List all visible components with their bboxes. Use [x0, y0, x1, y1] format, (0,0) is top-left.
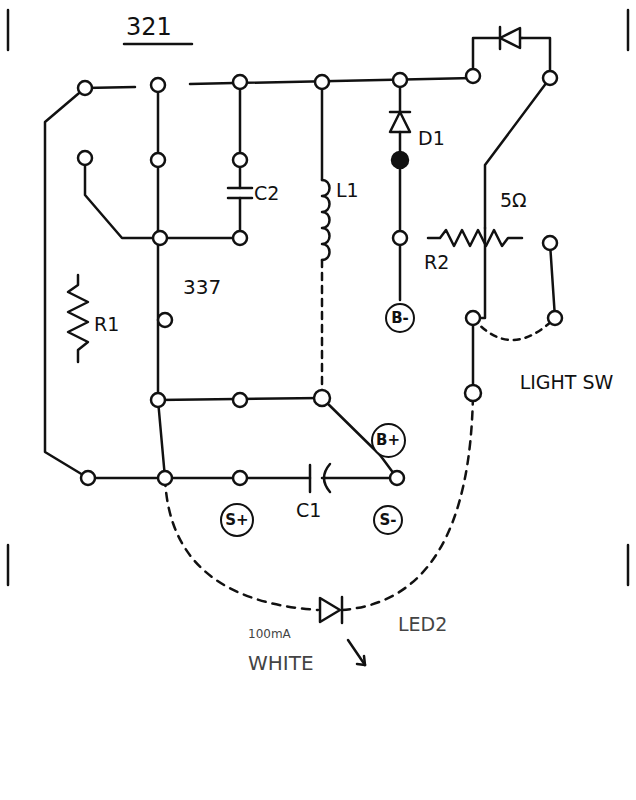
terminal-circle: B+ — [371, 423, 406, 458]
part-label: 5Ω — [500, 190, 527, 211]
part-label: R2 — [424, 252, 449, 273]
terminal-label: S- — [379, 511, 396, 529]
part-label: L1 — [336, 180, 359, 201]
part-label: 337 — [183, 276, 221, 298]
terminal-label: S+ — [225, 511, 248, 529]
part-label: C1 — [296, 500, 321, 521]
part-label: R1 — [94, 314, 119, 335]
part-label: WHITE — [248, 652, 314, 674]
terminal-label: B- — [391, 309, 409, 327]
terminal-circle: S- — [373, 505, 403, 535]
part-label: 100mA — [248, 628, 291, 641]
terminal-circle: B- — [385, 303, 415, 333]
part-label: LED2 — [398, 614, 447, 635]
terminal-circle: S+ — [220, 503, 254, 537]
part-label: D1 — [418, 128, 445, 149]
part-label: LIGHT SW — [514, 372, 619, 393]
terminal-label: B+ — [376, 431, 400, 449]
part-label: 321 — [126, 14, 172, 40]
part-label: C2 — [254, 183, 279, 204]
